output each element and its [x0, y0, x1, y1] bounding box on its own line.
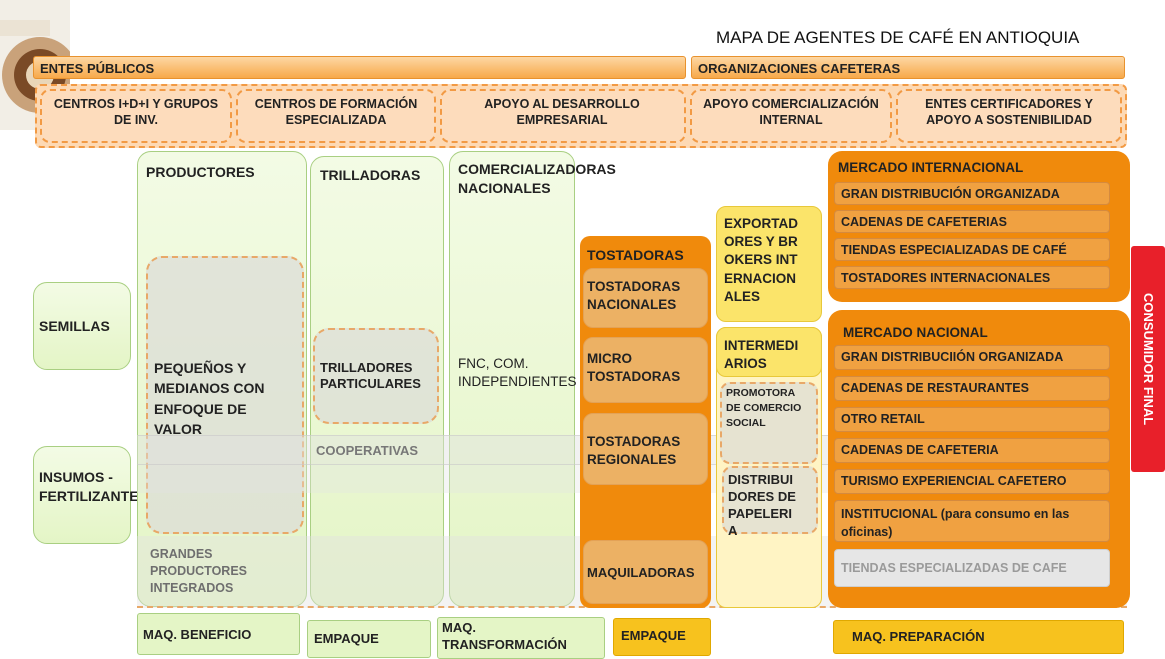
mi-item-2: CADENAS DE CAFETERIAS — [834, 210, 1110, 233]
promotora-box — [720, 382, 818, 464]
mn-item-2: CADENAS DE RESTAURANTES — [834, 376, 1110, 401]
pequenos-box — [146, 256, 304, 534]
micro-tostadoras-label: MICRO TOSTADORAS — [587, 351, 681, 384]
mn-item-6: INSTITUCIONAL (para consumo en las ofici… — [834, 500, 1110, 542]
intermediarios-head — [716, 327, 822, 377]
mn-item-1: GRAN DISTRIBUCIIÓN ORGANIZADA — [834, 345, 1110, 370]
bottom-box-2 — [307, 620, 431, 658]
entes-publicos-bar: ENTES PÚBLICOS — [33, 56, 686, 79]
fnc-label: FNC, COM. INDEPENDIENTES — [458, 356, 577, 389]
tostadoras-nacionales-box — [583, 268, 708, 328]
bottom-label-5: MAQ. PREPARACIÓN — [852, 629, 985, 644]
grandes-label: GRANDES PRODUCTORES INTEGRADOS — [150, 547, 248, 595]
mi-item-1: GRAN DISTRIBUCIÓN ORGANIZADA — [834, 182, 1110, 205]
micro-tostadoras-box — [583, 337, 708, 403]
consumidor-final-box — [1131, 246, 1165, 472]
semillas-box — [33, 282, 131, 370]
mn-item-7: TIENDAS ESPECIALIZADAS DE CAFE — [834, 549, 1110, 587]
bottom-label-4: EMPAQUE — [621, 628, 686, 643]
consumidor-final-label: CONSUMIDOR FINAL — [1141, 293, 1157, 426]
bottom-box-4 — [613, 618, 711, 656]
mn-item-5: TURISMO EXPERIENCIAL CAFETERO — [834, 469, 1110, 494]
support-box-3 — [440, 89, 686, 143]
insumos-box — [33, 446, 131, 544]
support-label-3: APOYO AL DESARROLLO EMPRESARIAL — [484, 97, 640, 127]
mn-item-3: OTRO RETAIL — [834, 407, 1110, 432]
mercado-nacional-title: MERCADO NACIONAL — [843, 325, 988, 340]
tostadoras-regionales-label: TOSTADORAS REGIONALES — [587, 434, 681, 467]
distribuidores-label: DISTRIBUIDORES DE PAPELERIA — [728, 472, 796, 538]
support-label-1: CENTROS I+D+I Y GRUPOS DE INV. — [53, 97, 219, 127]
promotora-label: PROMOTORA DE COMERCIO SOCIAL — [726, 387, 802, 430]
trilladoras-title: TRILLADORAS — [320, 167, 421, 183]
support-label-2: CENTROS DE FORMACIÓN ESPECIALIZADA — [254, 97, 418, 127]
intermediarios-title: INTERMEDIARIOS — [724, 338, 799, 371]
support-box-5 — [896, 89, 1122, 143]
bottom-label-3: MAQ. TRANSFORMACIÓN — [442, 620, 567, 652]
particulares-box — [313, 328, 439, 424]
comercializadoras-title: COMERCIALIZADORAS NACIONALES — [458, 161, 616, 196]
semillas-label: SEMILLAS — [39, 318, 110, 334]
bottom-label-1: MAQ. BENEFICIO — [143, 627, 252, 642]
pequenos-label: PEQUEÑOS Y MEDIANOS CON ENFOQUE DE VALOR — [154, 360, 265, 437]
tostadoras-title: TOSTADORAS — [587, 247, 684, 263]
support-label-4: APOYO COMERCIALIZACIÓN INTERNAL — [703, 97, 879, 127]
distribuidores-box — [722, 466, 818, 534]
mn-item-4: CADENAS DE CAFETERIA — [834, 438, 1110, 463]
exportadores-box — [716, 206, 822, 322]
productores-title: PRODUCTORES — [146, 164, 255, 180]
support-box-2 — [236, 89, 436, 143]
exportadores-label: EXPORTADORES Y BROKERS INTERNACIONALES — [724, 216, 799, 304]
mercado-internacional-title: MERCADO INTERNACIONAL — [838, 160, 1024, 175]
comercializadoras-column — [449, 151, 575, 607]
bottom-label-2: EMPAQUE — [314, 631, 379, 646]
tostadoras-regionales-box — [583, 413, 708, 485]
cooperativas-label: COOPERATIVAS — [316, 443, 419, 458]
support-box-1 — [40, 89, 232, 143]
mi-item-3: TIENDAS ESPECIALIZADAS DE CAFÉ — [834, 238, 1110, 261]
maquiladoras-label: MAQUILADORAS — [587, 565, 695, 580]
organizaciones-bar: ORGANIZACIONES CAFETERAS — [691, 56, 1125, 79]
maquiladoras-box — [583, 540, 708, 604]
bottom-box-1 — [137, 613, 300, 655]
support-label-5: ENTES CERTIFICADORES Y APOYO A SOSTENIBI… — [925, 97, 1093, 127]
tostadoras-nacionales-label: TOSTADORAS NACIONALES — [587, 279, 681, 312]
insumos-label: INSUMOS - FERTILIZANTES — [39, 469, 148, 504]
particulares-label: TRILLADORES PARTICULARES — [320, 360, 421, 392]
page-title: MAPA DE AGENTES DE CAFÉ EN ANTIOQUIA — [716, 28, 1080, 47]
mi-item-4: TOSTADORES INTERNACIONALES — [834, 266, 1110, 289]
support-box-4 — [690, 89, 892, 143]
bottom-box-5 — [833, 620, 1124, 654]
